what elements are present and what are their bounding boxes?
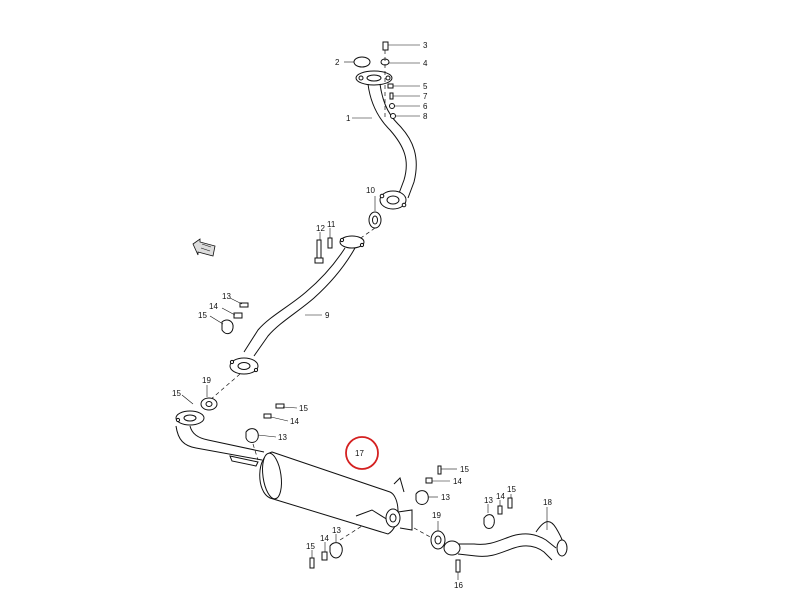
- callout-15-d: 15: [460, 465, 469, 474]
- callout-7: 7: [423, 92, 428, 101]
- highlight-circle-17: [345, 436, 379, 470]
- callout-17: 17: [355, 449, 364, 458]
- callout-14-e: 14: [320, 534, 329, 543]
- callout-14-d: 14: [453, 477, 462, 486]
- callout-13-b: 13: [278, 433, 287, 442]
- callout-15-b: 15: [172, 389, 181, 398]
- bolt-part-16[interactable]: [455, 559, 461, 580]
- front-pipe-part-1[interactable]: [355, 70, 417, 210]
- callout-8: 8: [423, 112, 428, 121]
- intermediate-pipe[interactable]: [175, 410, 265, 467]
- callout-1: 1: [346, 114, 351, 123]
- top-fasteners: [380, 41, 420, 120]
- callout-15-e: 15: [507, 485, 516, 494]
- callout-19-a: 19: [202, 376, 211, 385]
- callout-14-a: 14: [209, 302, 218, 311]
- gasket-part-19-upper[interactable]: [200, 385, 218, 411]
- callout-14-c-center: 14: [290, 417, 299, 426]
- gasket-part-2[interactable]: [344, 56, 371, 68]
- hanger-set-bottom-left[interactable]: [309, 525, 363, 569]
- callout-15-a: 15: [198, 311, 207, 320]
- callout-12: 12: [316, 224, 325, 233]
- gasket-part-19-lower[interactable]: [413, 521, 446, 550]
- callout-13-e: 13: [332, 526, 341, 535]
- callout-4: 4: [423, 59, 428, 68]
- callout-6: 6: [423, 102, 428, 111]
- callout-18: 18: [543, 498, 552, 507]
- callout-9: 9: [325, 311, 330, 320]
- hanger-set-center[interactable]: [245, 403, 298, 461]
- front-direction-arrow-icon: [192, 238, 216, 257]
- callout-13-d: 13: [484, 496, 493, 505]
- hanger-set-far-right[interactable]: [483, 494, 513, 529]
- callout-5: 5: [423, 82, 428, 91]
- hanger-set-left-mid[interactable]: [209, 297, 249, 335]
- callout-11: 11: [327, 220, 336, 229]
- bolt-parts-11-12[interactable]: [314, 228, 333, 264]
- callout-13-a: 13: [222, 292, 231, 301]
- gasket-part-10[interactable]: [368, 196, 382, 229]
- callout-15-c: 15: [299, 404, 308, 413]
- callout-14-d-right: 14: [496, 492, 505, 501]
- callout-13-c: 13: [441, 493, 450, 502]
- callout-3: 3: [423, 41, 428, 50]
- callout-19-b: 19: [432, 511, 441, 520]
- callout-2: 2: [335, 58, 340, 67]
- tail-pipe-part-18[interactable]: [443, 507, 568, 561]
- hanger-set-muffler-right[interactable]: [415, 465, 457, 505]
- muffler-part-17[interactable]: [259, 451, 413, 535]
- callout-10: 10: [366, 186, 375, 195]
- callout-16: 16: [454, 581, 463, 590]
- callout-15-f: 15: [306, 542, 315, 551]
- center-pipe-part-9[interactable]: [229, 235, 365, 375]
